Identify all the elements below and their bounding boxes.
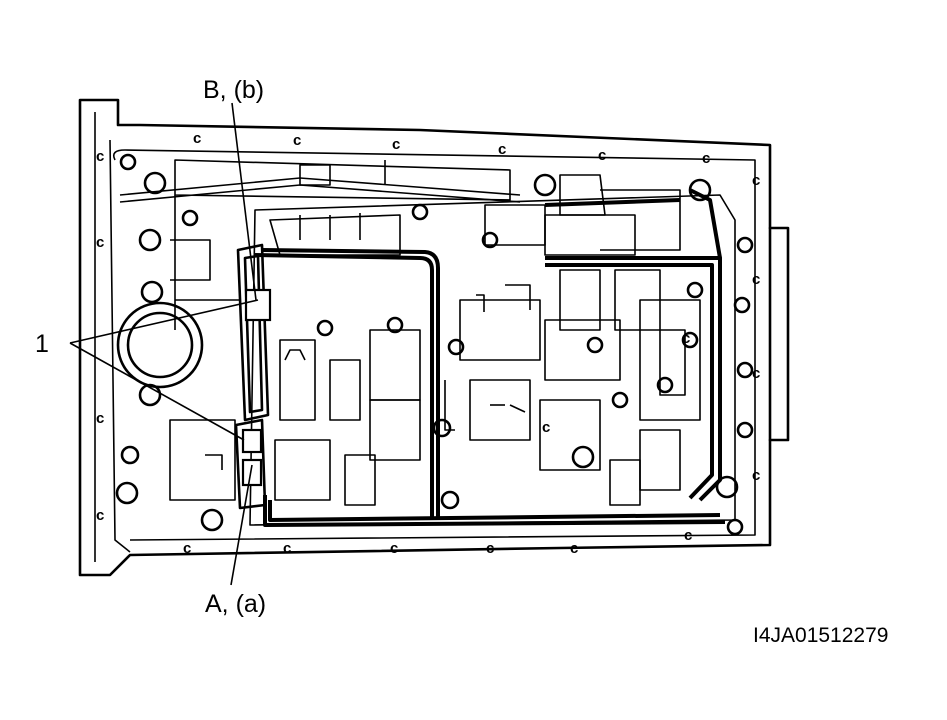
transmission-case [78,98,790,577]
bolt-mark: c [752,271,760,288]
bolt-mark: c [96,410,104,427]
bolt-mark: c [486,540,494,557]
bolt-mark: c [96,507,104,524]
bolt-mark: c [193,130,201,147]
callout-1: 1 [35,330,49,358]
figure-code: I4JA01512279 [753,624,888,647]
bolt-mark: c [293,132,301,149]
sensor-bracket [234,243,272,510]
bolt-mark: c [96,234,104,251]
bolt-heads [115,153,754,536]
bolt-marks: c c c c c c c c c c c c c c c c c c c c … [96,130,760,557]
bolt-mark: c [570,540,578,557]
callout-a: A, (a) [205,590,266,618]
bolt-mark: c [283,540,291,557]
bolt-mark: c [702,150,710,167]
callout-b: B, (b) [203,76,264,104]
bolt-mark: c [598,147,606,164]
bolt-mark: c [498,141,506,158]
bolt-mark: c [752,467,760,484]
bolt-mark: c [392,136,400,153]
bolt-mark: c [390,540,398,557]
bolt-mark: c [684,527,692,544]
bolt-mark: c [542,419,550,436]
bolt-mark: c [682,330,690,347]
oil-pump-port [116,301,204,389]
bolt-mark: c [96,148,104,165]
bolt-mark: c [752,365,760,382]
bolt-mark: c [752,172,760,189]
leader-lines [69,102,259,586]
bolt-mark: c [183,540,191,557]
